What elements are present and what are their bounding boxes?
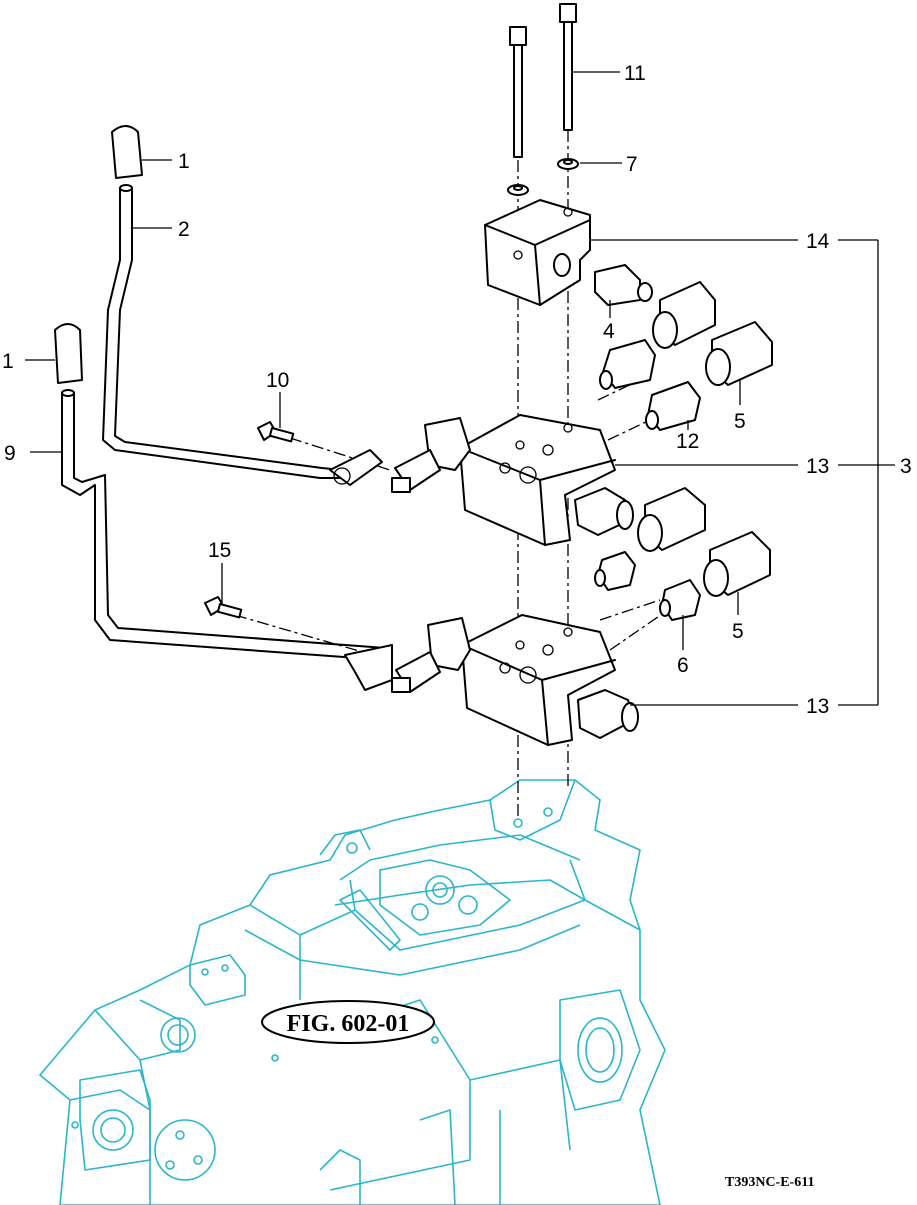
callout-15: 15 bbox=[208, 539, 231, 562]
adapter-fitting-upper bbox=[599, 339, 656, 390]
callout-1-lower: 1 bbox=[2, 350, 14, 373]
callout-5-upper: 5 bbox=[734, 410, 746, 433]
callout-1-upper: 1 bbox=[178, 150, 190, 173]
callout-12: 12 bbox=[676, 430, 699, 453]
knob-upper bbox=[111, 125, 143, 179]
washer-left bbox=[507, 184, 529, 196]
callout-6: 6 bbox=[677, 654, 689, 677]
dust-cap-d bbox=[703, 531, 771, 597]
drawing-code: T393NC-E-611 bbox=[725, 1175, 814, 1190]
figure-label: FIG. 602-01 bbox=[287, 1011, 410, 1037]
lever-9 bbox=[61, 389, 393, 691]
long-bolt-right bbox=[559, 3, 577, 131]
control-valve-upper bbox=[391, 414, 634, 546]
figure-reference-badge: FIG. 602-01 bbox=[261, 1000, 435, 1044]
callout-leaders bbox=[25, 71, 895, 706]
long-bolt-left bbox=[509, 26, 527, 158]
callout-5-lower: 5 bbox=[732, 620, 744, 643]
bolt-10 bbox=[257, 421, 295, 443]
nipple-fitting-6 bbox=[659, 579, 701, 621]
dust-cap-c bbox=[637, 487, 706, 552]
dust-cap-b bbox=[705, 321, 773, 386]
knob-lower bbox=[54, 323, 83, 384]
lever-2 bbox=[102, 184, 383, 486]
bolt-15 bbox=[204, 596, 243, 619]
end-cover-block bbox=[484, 199, 591, 306]
relief-valve-fitting bbox=[594, 264, 653, 306]
callout-13-lower: 13 bbox=[806, 695, 829, 718]
callout-3: 3 bbox=[900, 455, 912, 478]
callout-11: 11 bbox=[624, 62, 646, 85]
callout-13-upper: 13 bbox=[806, 455, 829, 478]
adapter-fitting-12 bbox=[645, 381, 701, 431]
callout-labels: 1 2 1 9 10 15 11 7 14 4 5 12 13 3 5 6 13 bbox=[2, 62, 912, 718]
lift-housing bbox=[38, 779, 666, 1205]
callout-4: 4 bbox=[603, 320, 615, 343]
dust-cap-a bbox=[652, 281, 716, 349]
callout-10: 10 bbox=[266, 369, 289, 392]
callout-14: 14 bbox=[806, 230, 830, 253]
nipple-fitting-upper bbox=[594, 551, 636, 591]
callout-9: 9 bbox=[4, 442, 16, 465]
washer-right bbox=[557, 158, 579, 170]
callout-2: 2 bbox=[178, 218, 190, 241]
callout-7: 7 bbox=[626, 153, 638, 176]
control-valve-lower bbox=[391, 614, 639, 746]
